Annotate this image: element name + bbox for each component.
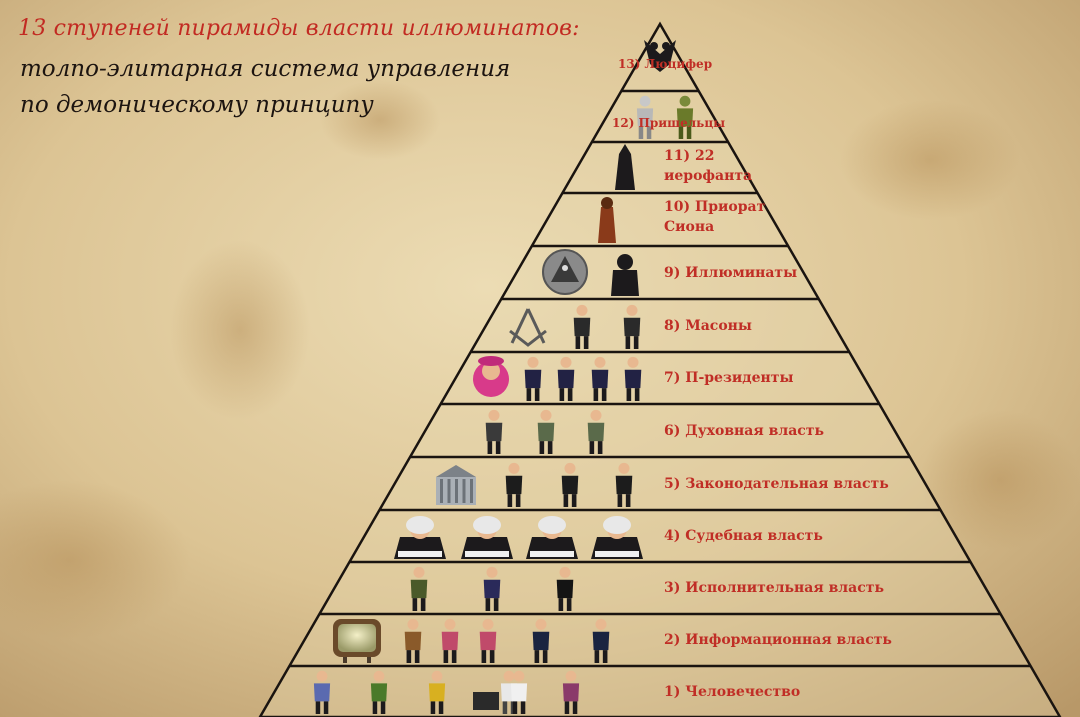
president-caricature-icon xyxy=(624,356,642,401)
level-12-label: 12) Пришельцы xyxy=(612,115,726,130)
reporter-figure-icon xyxy=(479,618,497,663)
alien-figure-icon xyxy=(636,95,654,139)
cleric-figure-icon xyxy=(587,409,605,454)
parliament-building-icon xyxy=(436,465,476,505)
level-10-label-line: Сиона xyxy=(664,219,715,235)
citizen-figure-icon xyxy=(562,670,580,714)
judge-figure-icon xyxy=(591,516,643,559)
diagram-subtitle-line-1: толпо-элитарная система управления xyxy=(20,56,511,82)
president-caricature-icon xyxy=(524,356,542,401)
pyramid-triangle xyxy=(258,21,1062,717)
judge-figure-icon xyxy=(461,516,513,559)
worker-figure-icon xyxy=(313,670,331,714)
parchment-stain xyxy=(320,80,440,160)
news-anchor-icon xyxy=(532,618,550,663)
level-8-label: 8) Масоны xyxy=(664,317,752,334)
reporter-figure-icon xyxy=(441,618,459,663)
level-1-label: 1) Человечество xyxy=(664,683,801,700)
level-11-label-line: иерофанта xyxy=(664,168,753,184)
level-5-label: 5) Законодательная власть xyxy=(664,475,889,492)
judge-figure-icon xyxy=(394,516,446,559)
doctor-figure-icon xyxy=(510,670,528,714)
politician-figure-icon xyxy=(615,462,633,507)
mason-figure-icon xyxy=(623,304,641,349)
judge-figure-icon xyxy=(526,516,578,559)
office-worker-icon xyxy=(473,670,518,714)
police-figure-icon xyxy=(483,566,501,611)
politician-figure-icon xyxy=(561,462,579,507)
all-seeing-eye-pyramid-icon xyxy=(542,249,588,295)
square-compass-icon xyxy=(509,308,547,347)
president-caricature-icon xyxy=(557,356,575,401)
level-9-label: 9) Иллюминаты xyxy=(664,264,798,281)
parchment-stain xyxy=(920,410,1080,550)
mason-figure-icon xyxy=(573,304,591,349)
level-10-label-line: 10) Приорат xyxy=(664,199,766,215)
level-13-label: 13) Люцифер xyxy=(618,56,713,71)
television-icon xyxy=(333,619,381,663)
level-3-label: 3) Исполнительная власть xyxy=(664,580,884,596)
queen-caricature-icon xyxy=(473,356,509,397)
politician-figure-icon xyxy=(505,462,523,507)
diagram-title: 13 ступеней пирамиды власти иллюминатов: xyxy=(18,16,580,41)
double-headed-eagle-icon xyxy=(644,40,676,72)
parchment-stain xyxy=(840,100,1020,220)
reptilian-figure-icon xyxy=(676,95,694,139)
agent-figure-icon xyxy=(556,566,574,611)
news-anchor-icon xyxy=(592,618,610,663)
builder-figure-icon xyxy=(428,670,446,714)
level-icons xyxy=(313,40,694,714)
level-7-label: 7) П-резиденты xyxy=(664,370,794,386)
diagram-subtitle-line-2: по демоническому принципу xyxy=(20,92,374,118)
parchment-stain xyxy=(170,240,310,420)
priest-figure-icon xyxy=(485,409,503,454)
level-11-label-line: 11) 22 xyxy=(664,148,715,164)
president-caricature-icon xyxy=(591,356,609,401)
robed-monk-icon xyxy=(598,197,616,243)
cleric-figure-icon xyxy=(537,409,555,454)
level-6-label: 6) Духовная власть xyxy=(664,422,824,439)
level-11-label: 11) 22 иерофанта xyxy=(664,146,752,186)
farmer-figure-icon xyxy=(370,670,388,714)
hooded-figure-icon xyxy=(615,144,635,190)
cameraman-figure-icon xyxy=(404,618,422,663)
parchment-stain xyxy=(0,480,190,640)
suited-man-silhouette-icon xyxy=(611,254,639,296)
soldier-figure-icon xyxy=(410,566,428,611)
level-2-label: 2) Информационная власть xyxy=(664,632,892,648)
level-4-label: 4) Судебная власть xyxy=(664,528,823,544)
pyramid-outline xyxy=(258,21,1062,717)
